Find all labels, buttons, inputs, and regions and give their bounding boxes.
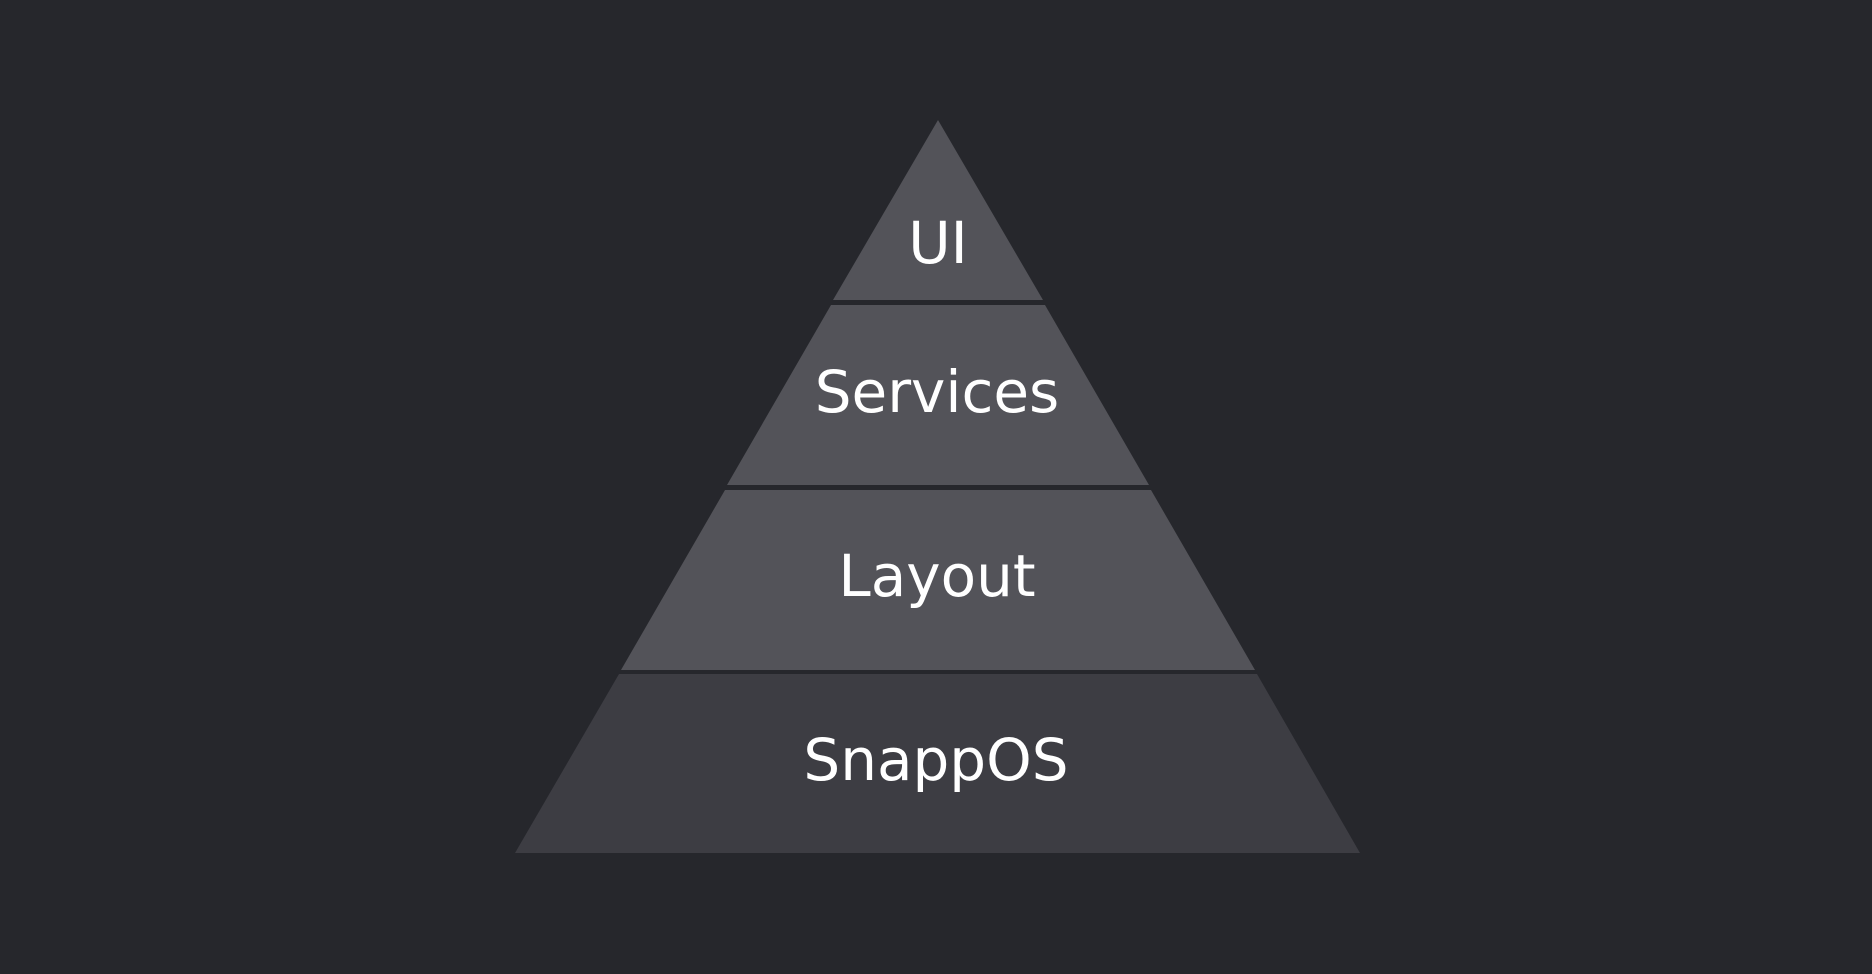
pyramid-layer-services-label: Services — [815, 358, 1060, 426]
pyramid-layer-ui: UI — [833, 120, 1043, 300]
pyramid-layer-layout: Layout — [621, 490, 1255, 670]
pyramid-layer-snappos: SnappOS — [515, 674, 1360, 853]
pyramid-layer-layout-label: Layout — [838, 542, 1035, 610]
pyramid-layer-services-shape — [727, 305, 1149, 485]
pyramid-layer-ui-label: UI — [908, 209, 968, 277]
pyramid-layer-services: Services — [727, 305, 1149, 485]
pyramid-layer-snappos-shape — [515, 674, 1360, 853]
pyramid-layer-layout-shape — [621, 490, 1255, 670]
pyramid-layer-snappos-label: SnappOS — [803, 726, 1068, 794]
pyramid-layer-ui-shape — [833, 120, 1043, 300]
